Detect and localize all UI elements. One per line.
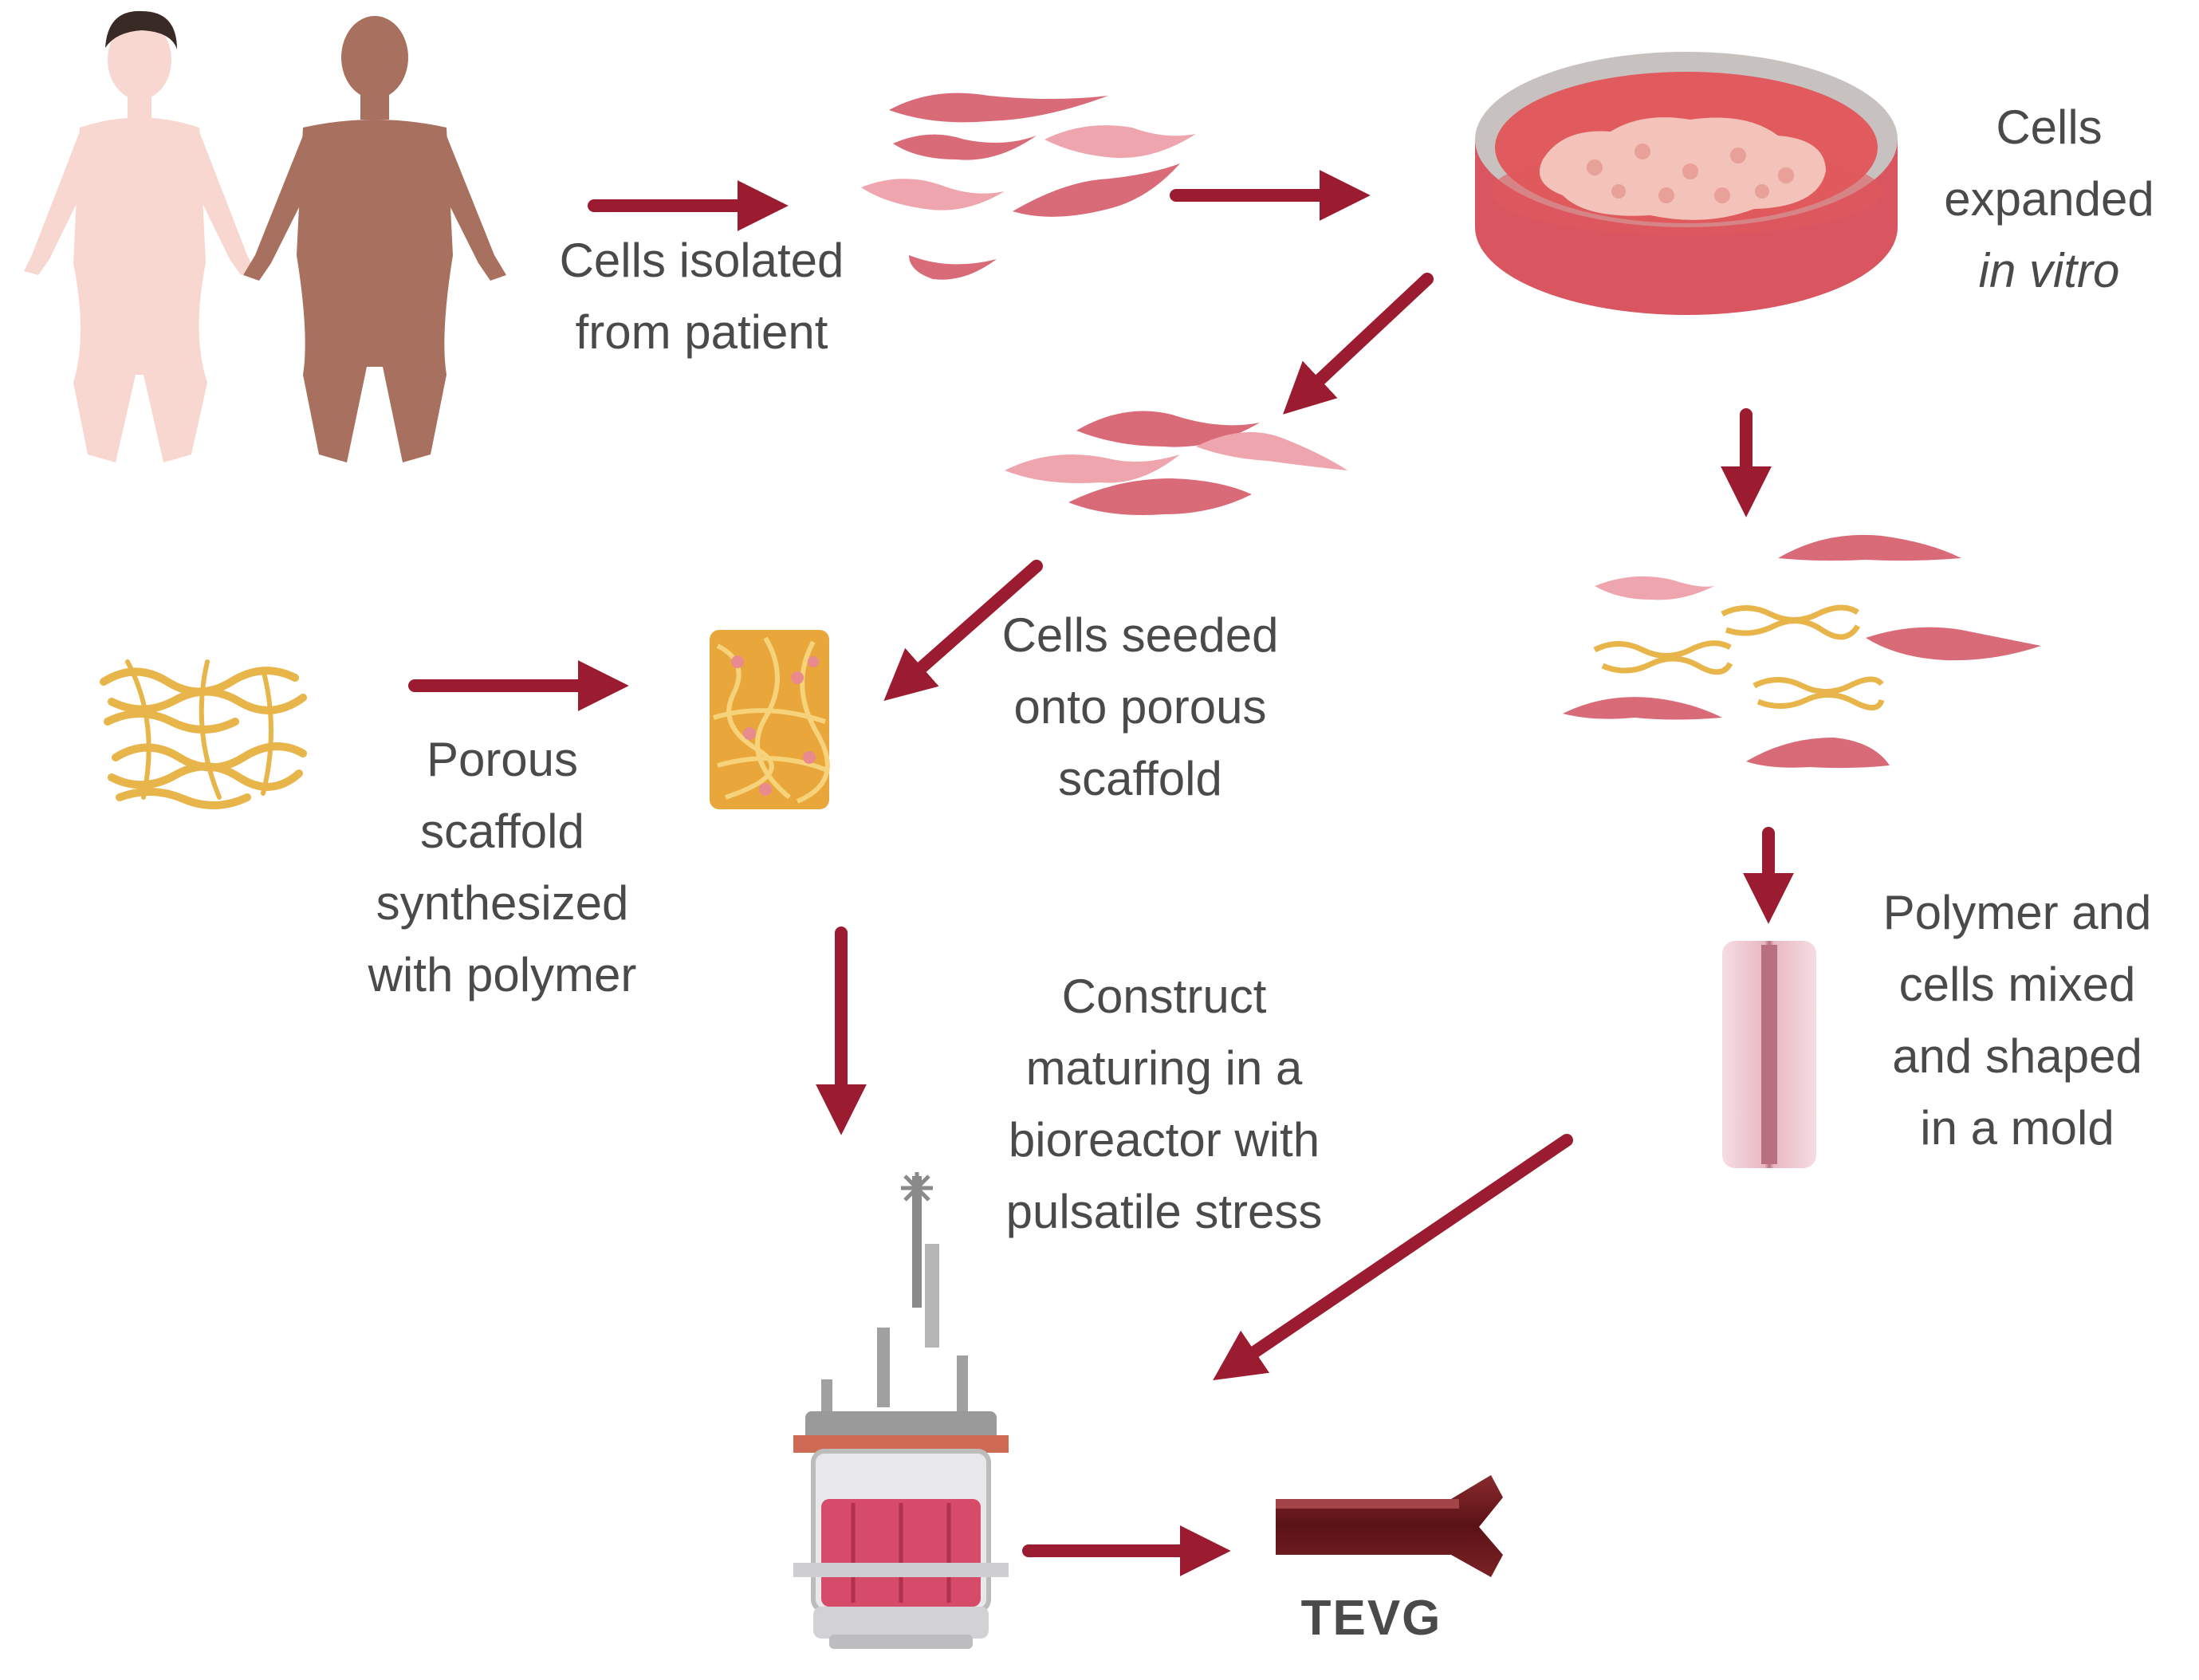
label-cells-expanded-line-1: Cells xyxy=(1996,100,2103,154)
label-cells-seeded-line-2: onto porous xyxy=(1013,680,1267,734)
label-cells-expanded-line-3: in vitro xyxy=(1978,244,2120,297)
label-construct-maturing-line-4: pulsatile stress xyxy=(1005,1185,1323,1238)
label-cells-isolated-line-2: from patient xyxy=(575,305,828,359)
label-porous-scaffold: Porous scaffold synthesized with polymer xyxy=(327,724,678,1011)
label-cells-seeded: Cells seeded onto porous scaffold xyxy=(957,600,1324,815)
petri-dish-icon xyxy=(1475,52,1898,315)
label-porous-scaffold-line-3: synthesized xyxy=(376,876,629,930)
label-cells-isolated: Cells isolated from patient xyxy=(530,225,873,368)
label-porous-scaffold-line-1: Porous xyxy=(426,733,579,786)
label-cells-isolated-line-1: Cells isolated xyxy=(559,234,844,287)
arrow-cells-to-scaffold xyxy=(883,560,1043,702)
label-polymer-cells-line-1: Polymer and xyxy=(1882,886,2152,939)
bioreactor-icon xyxy=(793,1172,1009,1649)
label-cells-expanded-line-2: expanded xyxy=(1944,172,2154,226)
scaffold-fibers-icon xyxy=(100,659,307,809)
label-polymer-cells-line-4: in a mold xyxy=(1920,1101,2114,1155)
label-tevg: TEVG xyxy=(1300,1591,1442,1646)
label-polymer-cells-line-3: and shaped xyxy=(1892,1029,2142,1083)
label-porous-scaffold-line-2: scaffold xyxy=(420,805,584,858)
blood-vessel-graft-icon xyxy=(1276,1475,1503,1577)
label-polymer-cells-line-2: cells mixed xyxy=(1898,958,2136,1011)
arrow-mold-to-bioreactor xyxy=(1213,1134,1573,1381)
label-porous-scaffold-line-4: with polymer xyxy=(368,948,637,1001)
label-construct-maturing-line-3: bioreactor with xyxy=(1008,1113,1320,1167)
workflow-arrows xyxy=(408,170,1794,1576)
patient-male-icon xyxy=(243,16,506,462)
arrow-dish-to-cells xyxy=(1282,273,1434,415)
label-construct-maturing: Construct maturing in a bioreactor with … xyxy=(957,961,1371,1248)
label-cells-expanded: Cells expanded in vitro xyxy=(1914,92,2185,307)
label-construct-maturing-line-1: Construct xyxy=(1061,970,1267,1023)
cell-polymer-mix-icon xyxy=(1563,534,2041,769)
label-cells-seeded-line-3: scaffold xyxy=(1058,752,1222,805)
label-polymer-cells: Polymer and cells mixed and shaped in a … xyxy=(1842,877,2193,1164)
expanded-cells-icon xyxy=(1005,411,1347,515)
seeded-scaffold-icon xyxy=(710,630,830,809)
mold-tube-icon xyxy=(1722,941,1816,1168)
patient-female-icon xyxy=(24,10,255,462)
label-construct-maturing-line-2: maturing in a xyxy=(1025,1041,1303,1095)
label-cells-seeded-line-1: Cells seeded xyxy=(1001,608,1279,662)
isolated-cells-icon xyxy=(861,92,1196,280)
